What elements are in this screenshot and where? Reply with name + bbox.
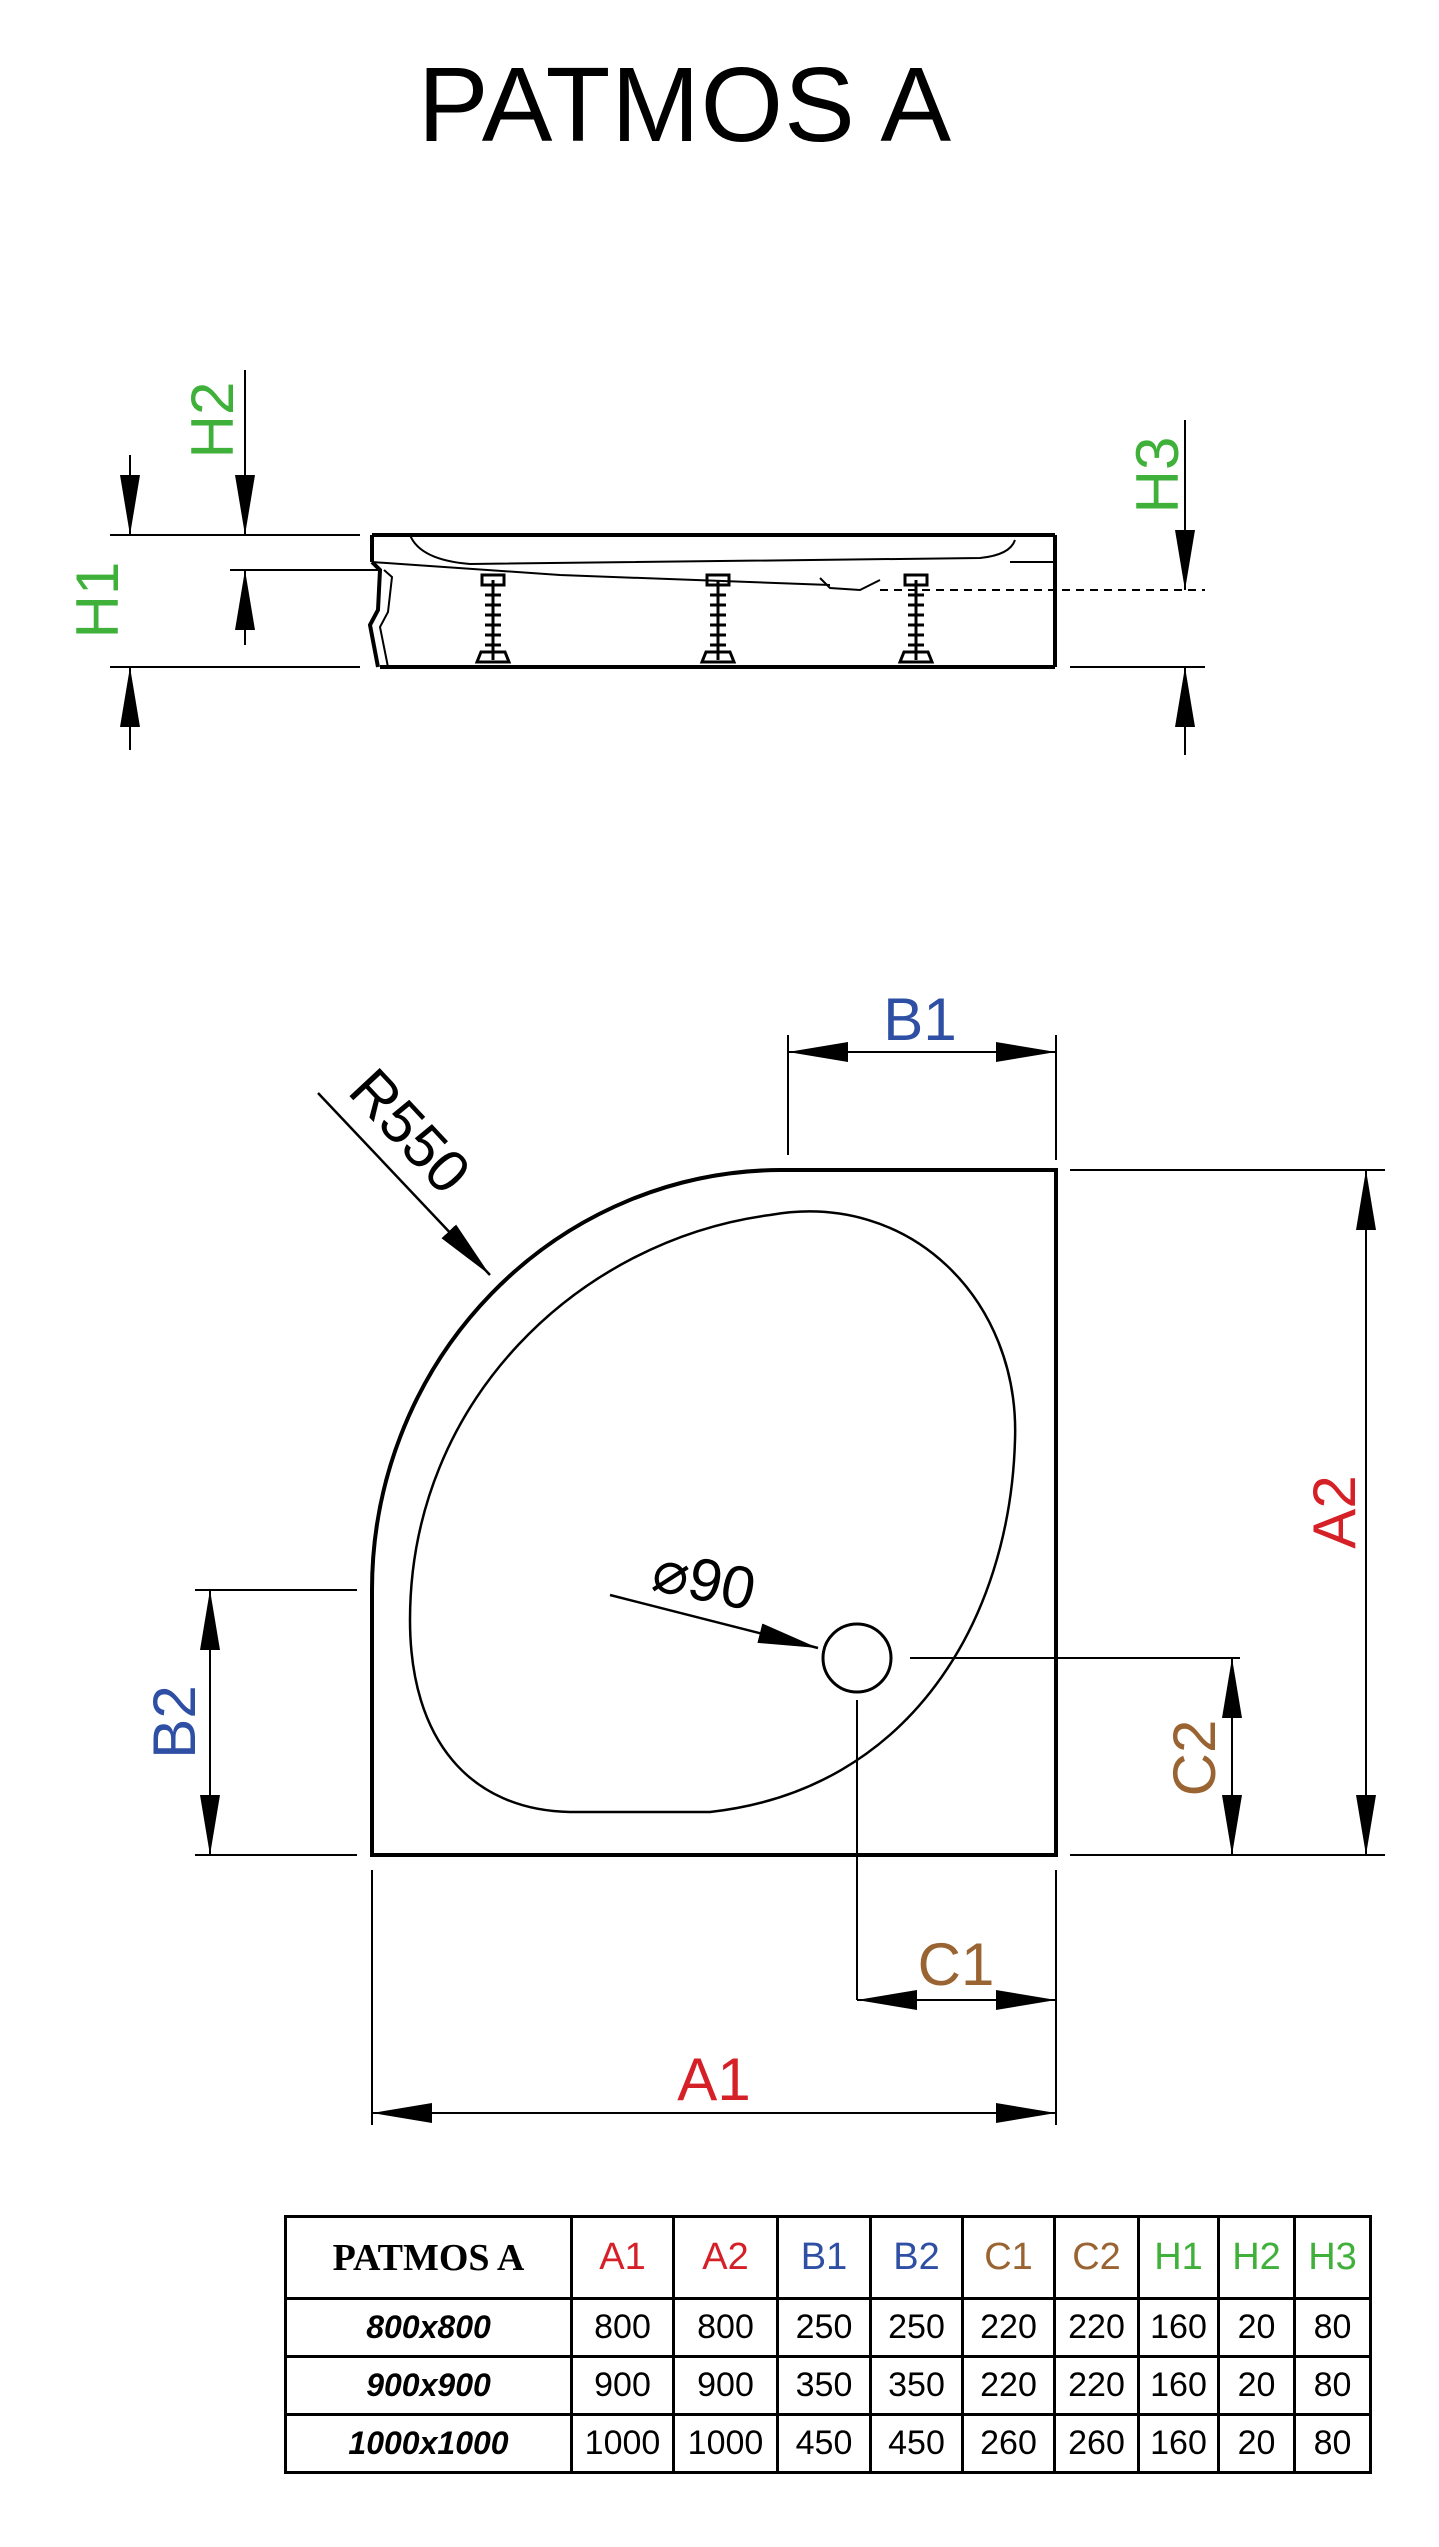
table-value-cell: 260 bbox=[1053, 2413, 1140, 2474]
top-view bbox=[195, 1035, 1385, 2125]
table-value-cell: 160 bbox=[1137, 2297, 1220, 2358]
adjustable-foot bbox=[699, 573, 737, 664]
table-value-cell: 900 bbox=[672, 2355, 779, 2416]
table-value-cell: 800 bbox=[570, 2297, 675, 2358]
page-title: PATMOS A bbox=[417, 46, 953, 164]
table-header-h3: H3 bbox=[1293, 2215, 1372, 2300]
table-header-b2: B2 bbox=[869, 2215, 964, 2300]
table-model-cell: 900x900 bbox=[284, 2355, 573, 2416]
label-b1: B1 bbox=[883, 986, 956, 1053]
table-header-a1: A1 bbox=[570, 2215, 675, 2300]
table-value-cell: 250 bbox=[776, 2297, 872, 2358]
table-value-cell: 20 bbox=[1217, 2297, 1296, 2358]
dimension-b1 bbox=[787, 1035, 1057, 1160]
dimension-c1 bbox=[857, 1870, 1057, 2125]
table-value-cell: 80 bbox=[1293, 2413, 1372, 2474]
table-header-c1: C1 bbox=[961, 2215, 1056, 2300]
table-value-cell: 220 bbox=[1053, 2297, 1140, 2358]
label-h2: H2 bbox=[179, 382, 246, 459]
table-corner-title: PATMOS A bbox=[284, 2215, 573, 2300]
table-value-cell: 20 bbox=[1217, 2355, 1296, 2416]
dimension-b2 bbox=[195, 1589, 357, 1856]
table-value-cell: 220 bbox=[1053, 2355, 1140, 2416]
dimension-a1 bbox=[371, 1870, 1056, 2125]
table-value-cell: 260 bbox=[961, 2413, 1056, 2474]
table-header-b1: B1 bbox=[776, 2215, 872, 2300]
label-drain: ⌀90 bbox=[647, 1536, 762, 1623]
table-value-cell: 350 bbox=[776, 2355, 872, 2416]
table-value-cell: 160 bbox=[1137, 2355, 1220, 2416]
table-value-cell: 800 bbox=[672, 2297, 779, 2358]
tray-side-profile bbox=[367, 533, 1057, 669]
table-model-cell: 800x800 bbox=[284, 2297, 573, 2358]
tray-outline bbox=[370, 1168, 1058, 1857]
adjustable-foot bbox=[897, 573, 935, 664]
technical-drawing: H1 H2 H3 B1 A2 C2 B2 C1 A1 R550 ⌀90 bbox=[64, 370, 1385, 2125]
tray-basin bbox=[408, 1210, 1017, 1814]
table-model-cell: 1000x1000 bbox=[284, 2413, 573, 2474]
table-value-cell: 80 bbox=[1293, 2297, 1372, 2358]
label-c2: C2 bbox=[1161, 1720, 1228, 1797]
table-value-cell: 450 bbox=[776, 2413, 872, 2474]
table-header-a2: A2 bbox=[672, 2215, 779, 2300]
table-header-h2: H2 bbox=[1217, 2215, 1296, 2300]
label-h3: H3 bbox=[1124, 437, 1191, 514]
label-radius: R550 bbox=[337, 1056, 484, 1207]
table-value-cell: 80 bbox=[1293, 2355, 1372, 2416]
label-h1: H1 bbox=[64, 562, 131, 639]
label-a1: A1 bbox=[677, 2046, 750, 2113]
table-value-cell: 250 bbox=[869, 2297, 964, 2358]
table-value-cell: 20 bbox=[1217, 2413, 1296, 2474]
dimension-h3 bbox=[880, 420, 1205, 755]
table-value-cell: 220 bbox=[961, 2297, 1056, 2358]
table-value-cell: 1000 bbox=[570, 2413, 675, 2474]
table-value-cell: 1000 bbox=[672, 2413, 779, 2474]
label-c1: C1 bbox=[918, 1931, 995, 1998]
table-header-h1: H1 bbox=[1137, 2215, 1220, 2300]
dimension-h2 bbox=[230, 370, 380, 645]
dimension-h1 bbox=[110, 455, 360, 750]
label-a2: A2 bbox=[1301, 1475, 1368, 1548]
table-value-cell: 450 bbox=[869, 2413, 964, 2474]
side-view bbox=[110, 370, 1205, 755]
table-header-c2: C2 bbox=[1053, 2215, 1140, 2300]
table-value-cell: 220 bbox=[961, 2355, 1056, 2416]
radius-leader bbox=[317, 1092, 491, 1276]
drain-outlet bbox=[821, 1622, 893, 1694]
label-b2: B2 bbox=[141, 1685, 208, 1758]
table-value-cell: 350 bbox=[869, 2355, 964, 2416]
dimension-c2 bbox=[1070, 1658, 1242, 1856]
table-value-cell: 160 bbox=[1137, 2413, 1220, 2474]
adjustable-foot bbox=[474, 573, 512, 664]
drain-leader bbox=[609, 1593, 819, 1650]
table-value-cell: 900 bbox=[570, 2355, 675, 2416]
